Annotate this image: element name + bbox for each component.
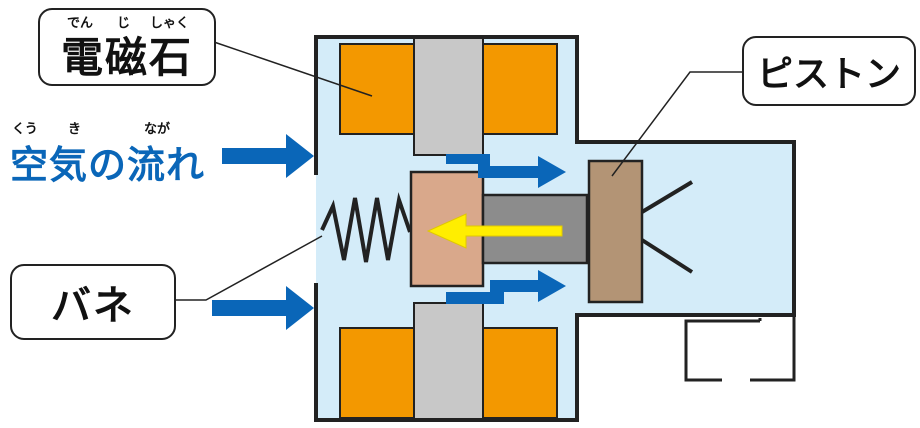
- switch-circuit: [684, 315, 796, 382]
- piston-leader: [611, 71, 742, 177]
- electromagnet-leader: [213, 41, 373, 97]
- spring-label: バネ: [10, 264, 176, 340]
- airflow-arrow-upper: [222, 134, 314, 178]
- airflow-ruby-3: なが: [144, 122, 171, 137]
- core-top: [413, 37, 484, 156]
- piston-head: [587, 159, 644, 304]
- airflow-ruby-1: くう: [12, 122, 38, 137]
- core-bottom: [413, 302, 484, 421]
- electromagnet-ruby-3: しゃく: [150, 16, 190, 31]
- airflow-ruby-2: き: [68, 122, 82, 137]
- motion-arrow: [426, 213, 563, 249]
- piston-label-text: ピストン: [756, 54, 901, 95]
- spring-label-text: バネ: [51, 283, 135, 329]
- spring: [320, 192, 412, 263]
- electromagnet-label: 電磁石: [38, 8, 216, 86]
- spring-leader: [176, 235, 323, 301]
- electromagnet-ruby-1: でん: [67, 16, 94, 31]
- airflow-step-arrow-lower: [446, 270, 566, 304]
- coil-top-right: [482, 43, 558, 135]
- electromagnet-ruby-2: じ: [117, 16, 131, 31]
- airflow-label-text: 空気の流れ: [10, 143, 206, 187]
- coil-bottom-right: [482, 327, 558, 419]
- piston-label: ピストン: [742, 36, 916, 106]
- coil-bottom-left: [339, 327, 415, 419]
- airflow-step-arrow-upper: [446, 154, 566, 188]
- electromagnet-label-text: 電磁石: [60, 32, 193, 82]
- airflow-arrow-lower: [212, 286, 314, 330]
- valve-lines: [640, 180, 694, 274]
- chamber-outline: [314, 35, 796, 422]
